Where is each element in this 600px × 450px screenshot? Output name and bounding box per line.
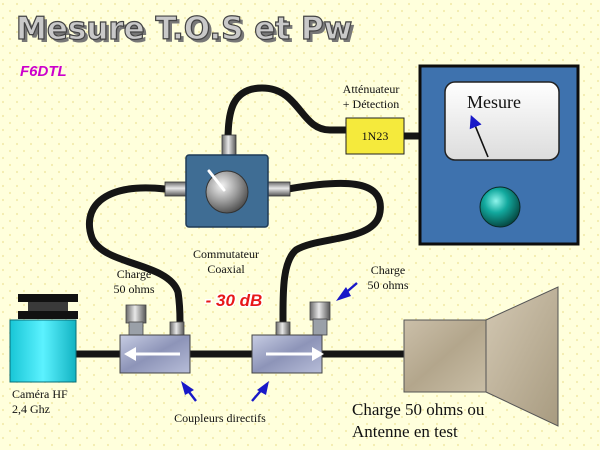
arrow-to-coupler-right-head <box>257 381 269 395</box>
load-label-line1: Charge 50 ohms ou <box>352 400 485 419</box>
coaxial-switch <box>164 134 291 228</box>
diode-label: 1N23 <box>362 129 389 143</box>
attenuator-label-line2: + Détection <box>343 97 399 111</box>
camera-ring-top <box>18 294 78 302</box>
camera-label-line1: Caméra HF <box>12 387 68 401</box>
camera-body <box>9 319 77 383</box>
horn-flare <box>485 286 559 427</box>
charge-left-label-line2: 50 ohms <box>113 282 154 296</box>
cable-switch-left <box>85 184 184 326</box>
load-label-line2: Antenne en test <box>352 422 458 441</box>
switch-label-line2: Coaxial <box>207 262 245 276</box>
charge-right-label-line1: Charge <box>371 263 405 277</box>
couplers-label: Coupleurs directifs <box>174 411 266 425</box>
cable-switch-right <box>279 179 384 326</box>
attenuator-label-line1: Atténuateur <box>343 82 400 96</box>
diode-box <box>345 117 405 155</box>
charge-right-label-line2: 50 ohms <box>367 278 408 292</box>
attenuation-label: - 30 dB <box>206 291 263 310</box>
coupler-right-arrowhead <box>312 347 324 361</box>
camera <box>9 294 78 383</box>
coupler-right-load-cap <box>309 301 331 321</box>
coax-cables <box>71 84 408 358</box>
arrow-to-charge-right-head <box>336 287 351 301</box>
coupler-left-load-cap <box>125 304 147 324</box>
camera-ring-bottom <box>18 311 78 319</box>
switch-label-line1: Commutateur <box>193 247 259 261</box>
coupler-left <box>119 304 191 374</box>
coupler-left-load-post <box>128 321 144 336</box>
meter-screen <box>444 81 560 161</box>
camera-label-line2: 2,4 Ghz <box>12 402 50 416</box>
charge-left-label-line1: Charge <box>117 267 151 281</box>
switch-knob-pointer <box>207 169 226 192</box>
meter: Mesure <box>418 64 580 246</box>
horn-antenna <box>403 286 559 427</box>
attenuation-label-outline: - 30 dB <box>206 291 263 310</box>
switch-right-connector <box>267 181 291 197</box>
meter-label: Mesure <box>467 92 521 112</box>
page-title: Mesure T.O.S et Pw <box>16 11 352 47</box>
author-label: F6DTL <box>20 63 67 80</box>
coupler-right <box>251 301 331 374</box>
arrow-to-coupler-left-head <box>181 381 194 395</box>
horn-waveguide <box>403 319 487 393</box>
cable-switch-to-detector <box>224 84 352 144</box>
switch-left-connector <box>164 181 188 197</box>
meter-needle <box>469 115 489 158</box>
title-shadow: Mesure T.O.S et Pw <box>19 14 355 50</box>
meter-indicator-led <box>479 186 521 228</box>
camera-ring-middle <box>28 302 68 311</box>
coupler-left-arrowhead <box>124 347 136 361</box>
coupler-right-load-post <box>312 318 328 336</box>
pointer-arrows <box>181 282 358 402</box>
